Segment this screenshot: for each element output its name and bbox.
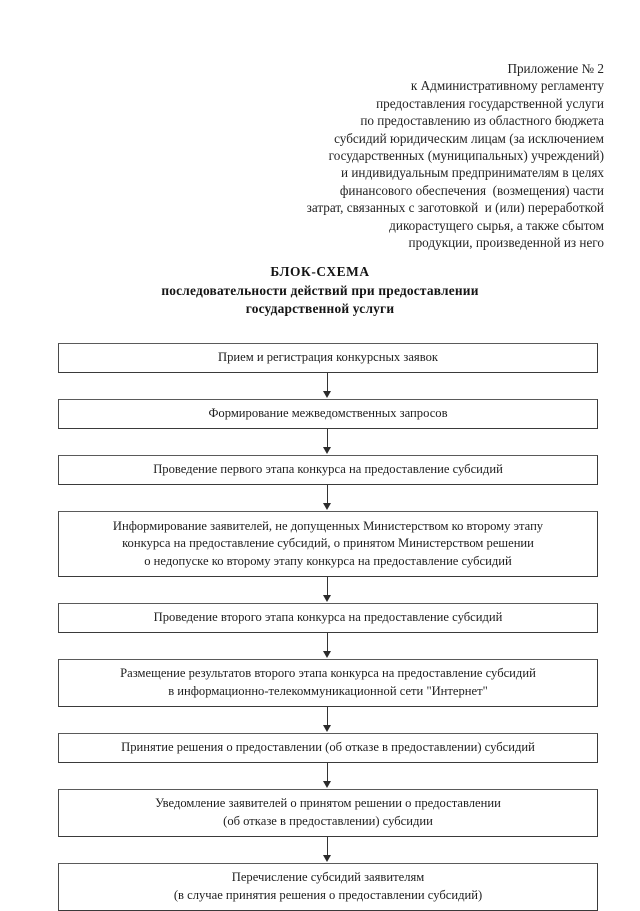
flow-step-label: Проведение первого этапа конкурса на пре… (153, 462, 503, 477)
arrow-stem (327, 373, 328, 393)
flow-step-6: Размещение результатов второго этапа кон… (58, 659, 598, 707)
appendix-header-line: дикорастущего сырья, а также сбытом (389, 217, 604, 233)
flow-connector-arrow (58, 373, 598, 399)
flow-connector-arrow (58, 633, 598, 659)
flow-connector-arrow (58, 577, 598, 603)
arrow-head-icon (323, 781, 331, 788)
arrow-head-icon (323, 503, 331, 510)
arrow-stem (327, 485, 328, 505)
title-main: БЛОК-СХЕМА (270, 264, 370, 279)
arrow-stem (327, 577, 328, 597)
appendix-header-line: к Административному регламенту (410, 78, 604, 94)
flow-step-label: Размещение результатов второго этапа кон… (120, 666, 536, 698)
arrow-stem (327, 837, 328, 857)
title-subtitle-line-2: государственной услуги (245, 301, 395, 317)
flow-step-9: Перечисление субсидий заявителям (в случ… (58, 863, 598, 911)
flow-step-8: Уведомление заявителей о принятом решени… (58, 789, 598, 837)
appendix-header-line: и индивидуальным предпринимателям в целя… (341, 165, 604, 181)
appendix-header-line: по предоставлению из областного бюджета (360, 113, 604, 129)
arrow-head-icon (323, 855, 331, 862)
flow-step-4: Информирование заявителей, не допущенных… (58, 511, 598, 577)
arrow-head-icon (323, 595, 331, 602)
flow-step-label: Прием и регистрация конкурсных заявок (218, 350, 438, 365)
flow-step-label: Принятие решения о предоставлении (об от… (121, 740, 535, 755)
appendix-header-line: Приложение № 2 (507, 61, 604, 76)
appendix-header-line: продукции, произведенной из него (408, 235, 604, 251)
appendix-header-line: государственных (муниципальных) учрежден… (328, 148, 604, 164)
appendix-header-line: финансового обеспечения (возмещения) час… (339, 182, 604, 198)
flow-step-1: Прием и регистрация конкурсных заявок (58, 343, 598, 373)
flow-connector-arrow (58, 429, 598, 455)
flow-step-label: Перечисление субсидий заявителям (в случ… (173, 870, 483, 902)
arrow-stem (327, 633, 328, 653)
arrow-stem (327, 763, 328, 783)
appendix-header-line: затрат, связанных с заготовкой и (или) п… (306, 200, 604, 216)
flow-step-5: Проведение второго этапа конкурса на пре… (58, 603, 598, 633)
appendix-header-line: субсидий юридическим лицам (за исключени… (334, 130, 604, 146)
flow-step-label: Уведомление заявителей о принятом решени… (155, 796, 501, 828)
appendix-header-line: предоставления государственной услуги (376, 95, 604, 111)
page-title: БЛОК-СХЕМА последовательности действий п… (40, 263, 600, 319)
arrow-stem (327, 429, 328, 449)
flow-step-7: Принятие решения о предоставлении (об от… (58, 733, 598, 763)
flow-step-label: Проведение второго этапа конкурса на пре… (153, 610, 503, 625)
appendix-reference-header: Приложение № 2 к Административному реглам… (180, 60, 604, 251)
arrow-head-icon (323, 725, 331, 732)
arrow-head-icon (323, 447, 331, 454)
title-subtitle-line-1: последовательности действий при предоста… (161, 282, 479, 298)
arrow-head-icon (323, 391, 331, 398)
flow-connector-arrow (58, 837, 598, 863)
arrow-head-icon (323, 651, 331, 658)
flow-step-3: Проведение первого этапа конкурса на пре… (58, 455, 598, 485)
flow-step-2: Формирование межведомственных запросов (58, 399, 598, 429)
flow-connector-arrow (58, 707, 598, 733)
flow-connector-arrow (58, 763, 598, 789)
flow-step-label: Формирование межведомственных запросов (208, 406, 448, 421)
flow-connector-arrow (58, 485, 598, 511)
arrow-stem (327, 707, 328, 727)
flow-step-label: Информирование заявителей, не допущенных… (112, 518, 544, 568)
